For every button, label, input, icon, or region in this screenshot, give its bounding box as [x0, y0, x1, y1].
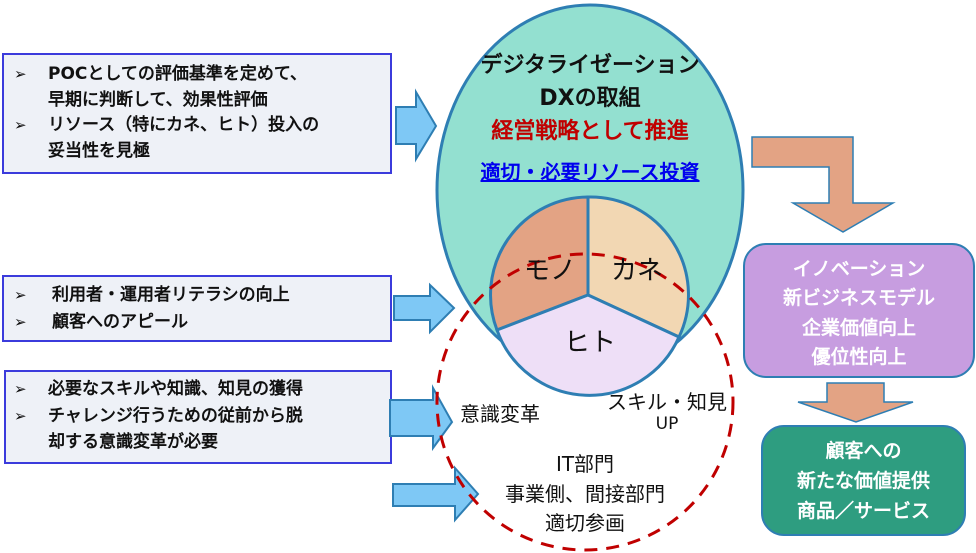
arrow-right-icon [395, 88, 438, 163]
dashed-circle [435, 252, 735, 552]
skill-text-line1: スキル・知見 [607, 390, 727, 414]
arrow-down-icon [797, 382, 914, 423]
bullet-marker-icon: ➢ [14, 313, 27, 331]
pie-label-mono: モノ [523, 256, 576, 286]
dept-text-line1: IT部門 [555, 452, 615, 476]
innovation-line1: イノベーション [792, 258, 926, 280]
skill-text-line2: UP [655, 414, 679, 434]
bullet-marker-icon: ➢ [14, 380, 27, 398]
innovation-line2: 新ビジネスモデル [782, 287, 935, 309]
dx-title-line2: DXの取組 [539, 86, 641, 111]
dept-text-line3: 適切参画 [545, 511, 625, 535]
bullet-challenge: ➢チャレンジ行うための従前から脱 [14, 406, 303, 426]
customer-line2: 新たな価値提供 [796, 470, 930, 492]
dx-title-line1: デジタライゼーション [480, 53, 700, 78]
arrow-right-icon [392, 465, 480, 523]
customer-line3: 商品／サービス [796, 500, 930, 522]
bullet-skill: ➢必要なスキルや知識、知見の獲得 [14, 379, 303, 399]
bullet-poc-cont: 早期に判断して、効果性評価 [48, 90, 268, 110]
bullet-appeal: ➢顧客へのアピール [14, 312, 188, 332]
innovation-box [743, 243, 975, 378]
left-box-literacy [2, 275, 392, 342]
innovation-line4: 優位性向上 [811, 346, 907, 368]
investment-link[interactable]: 適切・必要リソース投資 [480, 160, 700, 184]
dept-text-line2: 事業側、間接部門 [505, 482, 665, 506]
bullet-literacy: ➢利用者・運用者リテラシの向上 [14, 285, 290, 305]
bullet-marker-icon: ➢ [14, 65, 27, 83]
mindset-text: 意識変革 [460, 402, 540, 426]
bullet-marker-icon: ➢ [14, 407, 27, 425]
left-box-poc [2, 53, 392, 174]
strategy-text: 経営戦略として推進 [491, 119, 689, 144]
bullet-marker-icon: ➢ [14, 116, 27, 134]
bullet-resource-cont: 妥当性を見極 [48, 141, 150, 161]
pie-slice-mono [489, 195, 590, 332]
bullet-resource: ➢リソース（特にカネ、ヒト）投入の [14, 115, 320, 135]
bullet-poc: ➢POCとしての評価基準を定めて、 [14, 64, 308, 84]
pie-label-hito: ヒト [563, 328, 616, 358]
innovation-line3: 企業価値向上 [801, 317, 916, 339]
bullet-marker-icon: ➢ [14, 286, 27, 304]
customer-box [761, 425, 966, 536]
bent-arrow-down-icon [751, 136, 896, 233]
customer-line1: 顧客への [825, 440, 902, 462]
bullet-challenge-cont: 却する意識変革が必要 [48, 432, 218, 452]
arrow-right-icon [393, 282, 456, 335]
pie-slice-hito [495, 293, 681, 397]
pie-slice-kane [586, 195, 690, 339]
pie-label-kane: カネ [610, 256, 663, 286]
